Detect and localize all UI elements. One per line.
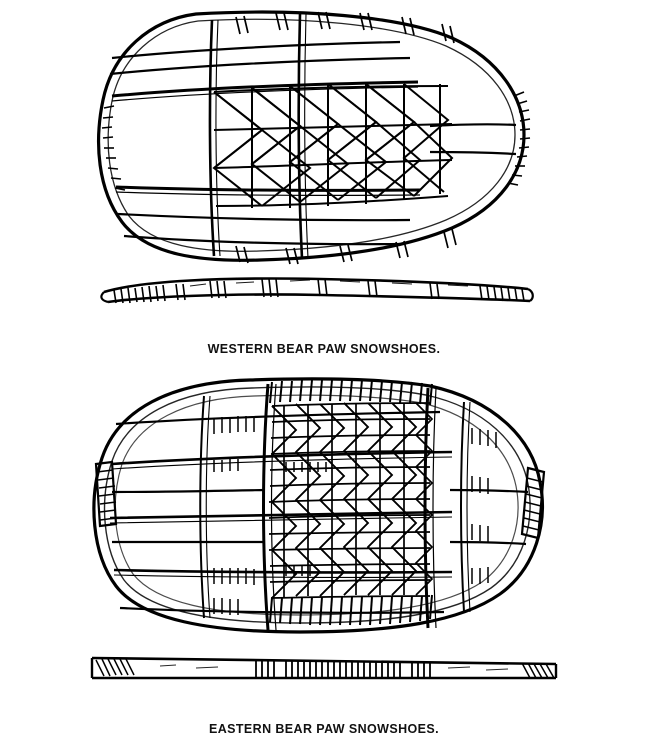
- western-master-cords: [208, 13, 309, 259]
- eastern-profile-right-hatch: [521, 662, 555, 679]
- western-mesh: [212, 83, 454, 208]
- caption-eastern-bear-paw: EASTERN BEAR PAW SNOWSHOES.: [208, 722, 440, 736]
- eastern-master-cord-left: [199, 383, 277, 631]
- eastern-top-fringe: [269, 379, 433, 406]
- western-profile-lashings: [113, 278, 525, 304]
- figure-eastern-bear-paw: [0, 372, 648, 702]
- eastern-tail-binding: [520, 466, 546, 540]
- eastern-plan-view: [92, 377, 546, 634]
- eastern-edge-profile-view: [90, 656, 558, 680]
- eastern-bear-paw-drawing: [90, 377, 558, 680]
- western-edge-profile-view: [100, 277, 534, 304]
- western-profile-hatching: [189, 279, 469, 287]
- eastern-plain-cords: [111, 488, 529, 546]
- eastern-bottom-fringe: [269, 594, 433, 626]
- western-plan-view: [96, 10, 531, 265]
- eastern-profile-lashings: [255, 660, 431, 678]
- eastern-beaded-lashing: [285, 462, 327, 576]
- western-rail-lashings: [235, 11, 457, 265]
- figure-western-bear-paw: [0, 0, 648, 330]
- western-frame-rail: [96, 10, 531, 262]
- eastern-dense-weave: [268, 402, 434, 599]
- eastern-profile-left-hatch: [95, 658, 135, 677]
- eastern-master-cord-right: [423, 387, 471, 629]
- eastern-profile-grain: [159, 664, 509, 671]
- eastern-strap-ticks: [213, 416, 497, 615]
- eastern-frame-rail: [92, 377, 546, 634]
- western-bear-paw-drawing: [96, 10, 534, 304]
- caption-western-bear-paw: WESTERN BEAR PAW SNOWSHOES.: [207, 342, 441, 356]
- western-crossbars: [111, 80, 421, 196]
- western-toe-binding: [101, 105, 126, 191]
- eastern-toe-binding: [94, 460, 118, 528]
- western-tail-binding: [507, 91, 531, 186]
